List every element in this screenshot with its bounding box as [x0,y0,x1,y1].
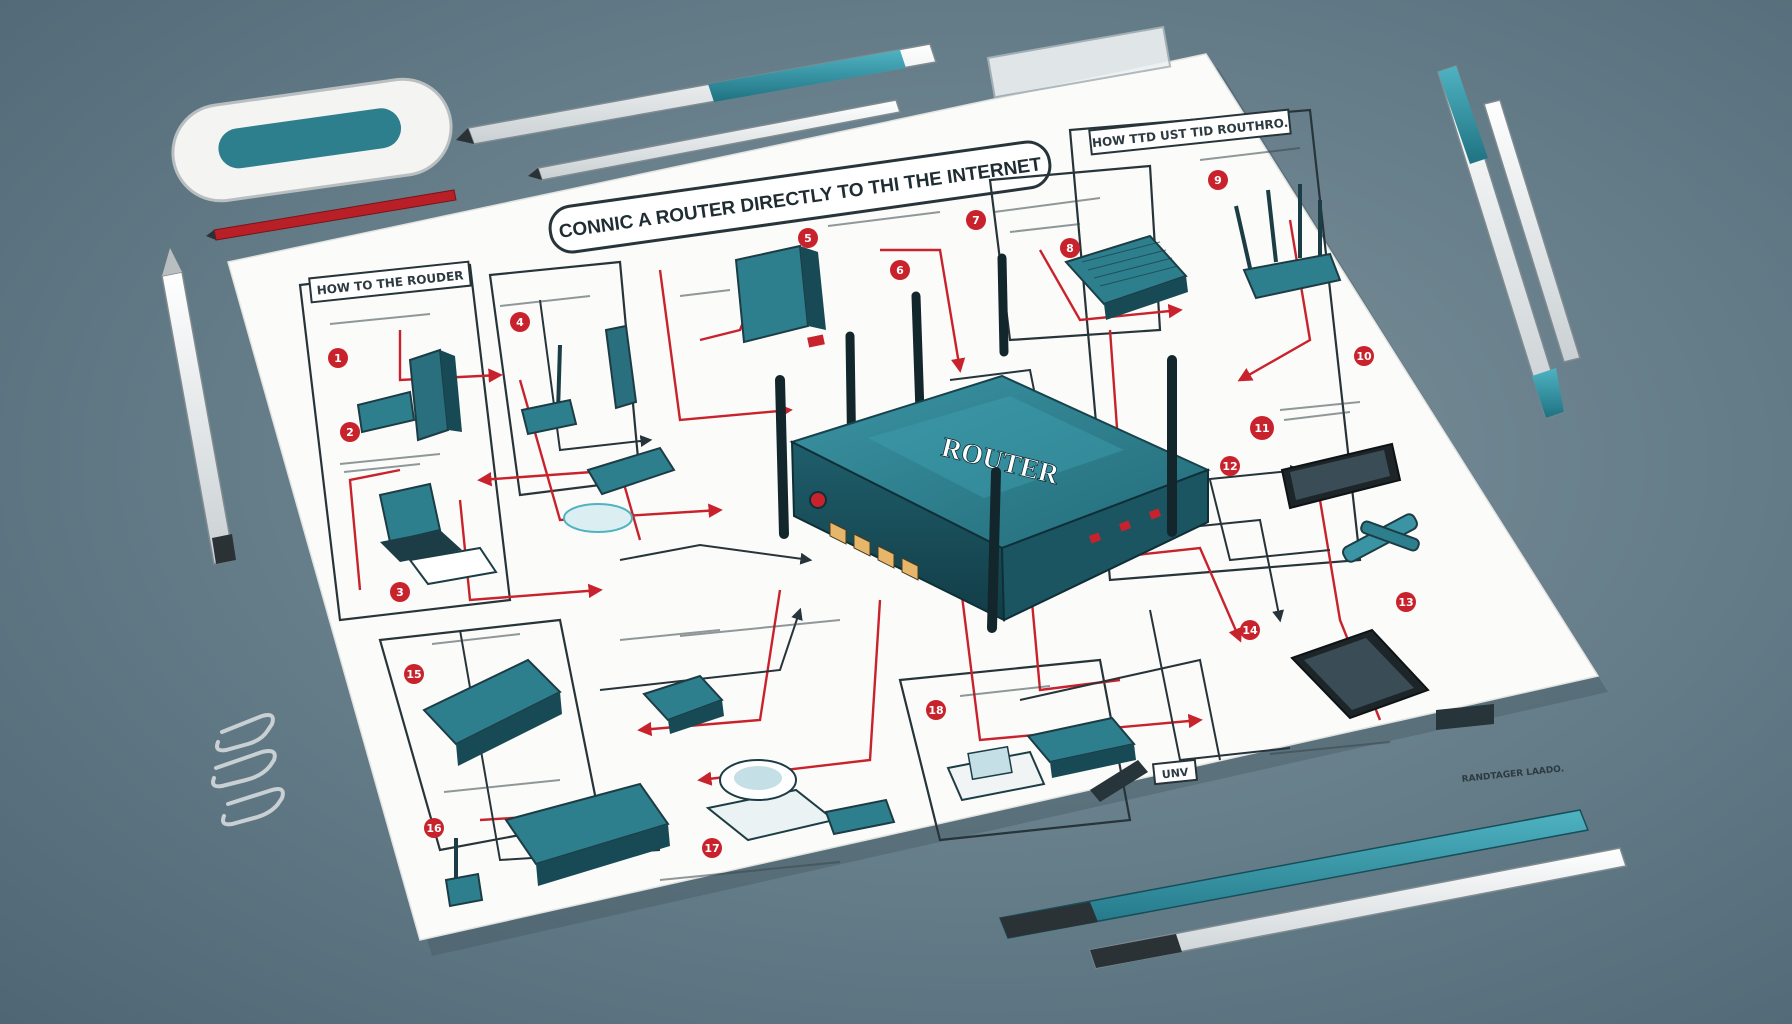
router-icon-right-panel [1234,184,1342,300]
red-pencil-icon [206,189,457,241]
switch-icon-bottom-center [642,674,724,734]
svg-text:6: 6 [896,264,904,277]
svg-text:2: 2 [346,426,354,439]
svg-text:5: 5 [804,232,812,245]
pencil-icon-top [528,99,901,181]
svg-text:13: 13 [1398,596,1413,609]
step-badge: 11 [1250,416,1274,440]
step-badges: 1 2 3 4 5 6 7 8 9 10 11 12 13 14 15 16 1… [328,170,1416,858]
eraser-icon [171,77,453,203]
svg-text:15: 15 [406,668,421,681]
modem-icon-top [734,244,826,348]
corner-note: RANDTAGER LAADO. [1461,764,1564,785]
pen-icon-right-teal [1437,65,1565,419]
micro-text-lines [329,147,1391,881]
svg-text:17: 17 [704,842,719,855]
step-badge: 6 [890,260,910,280]
antenna-router-bottom [444,838,484,908]
laptop-icon [378,482,498,586]
svg-text:14: 14 [1242,624,1258,637]
step-badge: 13 [1396,592,1416,612]
step-badge: 8 [1060,238,1080,258]
svg-text:8: 8 [1066,242,1074,255]
step-badge: 1 [328,348,348,368]
antenna-router-icon [520,324,638,436]
keyboard-icon [1090,760,1148,802]
access-point-icon [946,745,1046,802]
cable-icon [1342,513,1420,563]
switch-icon-bottom-left [422,658,562,766]
switch-icon-bottom [504,782,670,886]
ruler-icon [986,25,1172,99]
step-badge: 4 [510,312,530,332]
smartphone-icon [1280,442,1402,510]
step-badge: 17 [702,838,722,858]
paperclip-icon [211,713,285,827]
step-badge: 16 [424,818,444,838]
svg-text:4: 4 [516,316,524,329]
step-badge: 15 [404,664,424,684]
switch-icon-bottom-right [1026,716,1136,778]
step-badge: 3 [390,582,410,602]
switch-icon-top-right [1064,234,1188,320]
svg-text:12: 12 [1222,460,1237,473]
svg-text:11: 11 [1254,422,1269,435]
step-badge: 5 [798,228,818,248]
svg-text:18: 18 [928,704,943,717]
pen-icon-bottom-white [1089,847,1627,969]
scanner-icon [705,759,896,842]
pen-icon-top [456,43,937,145]
small-tag-text: UNV [1161,766,1189,782]
pen-icon-bottom-teal [998,809,1590,939]
step-badge: 14 [1240,620,1260,640]
svg-text:3: 3 [396,586,404,599]
router-icon: ROUTER [775,253,1211,633]
smartphone-icon-lower [1290,628,1494,730]
svg-text:7: 7 [972,214,980,227]
svg-text:1: 1 [334,352,342,365]
step-badge: 9 [1208,170,1228,190]
svg-text:16: 16 [426,822,442,835]
step-badge: 18 [926,700,946,720]
pen-icon-left [161,248,236,565]
modem-icon [356,348,462,442]
step-badge: 10 [1354,346,1374,366]
svg-text:9: 9 [1214,174,1222,187]
step-badge: 12 [1220,456,1240,476]
step-badge: 7 [966,210,986,230]
small-tag: UNV [1151,758,1199,786]
tablet-icon [563,446,676,533]
pen-icon-right-white [1483,99,1581,363]
svg-text:10: 10 [1356,350,1372,363]
step-badge: 2 [340,422,360,442]
